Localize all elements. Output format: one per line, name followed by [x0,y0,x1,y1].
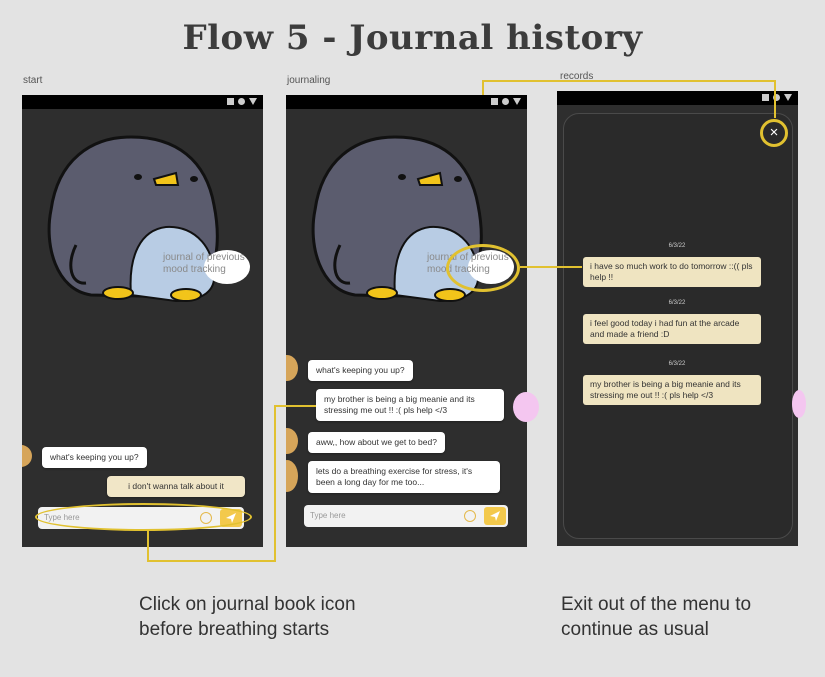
record-date: 6/3/22 [668,300,686,306]
bot-message: lets do a breathing exercise for stress,… [308,461,500,493]
square-icon [491,98,498,105]
record-entry[interactable]: my brother is being a big meanie and its… [583,375,761,405]
bot-avatar [286,428,298,454]
close-icon: × [769,124,779,141]
frame-label-records: records [560,71,594,82]
message-input[interactable]: Type here [304,505,508,527]
connector-line [520,266,582,268]
send-icon [490,511,500,521]
caption-right: Exit out of the menu to continue as usua… [561,594,752,640]
bot-avatar [22,445,32,467]
journal-highlight [446,244,520,292]
send-button[interactable] [484,507,506,525]
circle-icon [238,98,245,105]
bot-message: what's keeping you up? [308,360,413,381]
phone-records: × 6/3/22 i have so much work to do tomor… [557,91,798,546]
connector-line [482,80,776,82]
connector-line [274,405,276,562]
bot-message: aww,, how about we get to bed? [308,432,445,453]
bot-avatar [286,460,298,492]
close-button[interactable]: × [760,119,788,147]
record-entry[interactable]: i feel good today i had fun at the arcad… [583,314,761,344]
record-date: 6/3/22 [668,361,686,367]
bot-avatar [286,355,298,381]
square-icon [762,94,769,101]
input-highlight [35,503,252,531]
penguin-mascot [47,135,219,303]
circle-icon [773,94,780,101]
connector-line [274,405,316,407]
user-avatar [513,392,539,422]
bot-message: what's keeping you up? [42,447,147,468]
penguin-mascot [311,135,483,303]
connector-line [147,531,149,561]
page-title: Flow 5 - Journal history [182,18,643,58]
record-date: 6/3/22 [668,243,686,249]
caption-left: Click on journal book icon before breath… [139,594,356,640]
triangle-icon [513,98,521,105]
connector-line [147,560,276,562]
record-entry[interactable]: i have so much work to do tomorrow ::(( … [583,257,761,287]
connector-line [482,80,484,95]
status-bar [557,91,798,105]
frame-label-start: start [23,75,43,86]
user-message: i don't wanna talk about it [107,476,245,497]
triangle-icon [249,98,257,105]
emoji-icon[interactable] [464,510,476,522]
status-bar [286,95,527,109]
user-message: my brother is being a big meanie and its… [316,389,504,421]
input-placeholder: Type here [310,511,346,520]
user-avatar [792,390,806,418]
connector-line [774,80,776,118]
square-icon [227,98,234,105]
circle-icon [502,98,509,105]
journal-book-button[interactable] [204,250,250,284]
frame-label-journaling: journaling [287,75,331,86]
triangle-icon [784,94,792,101]
status-bar [22,95,263,109]
